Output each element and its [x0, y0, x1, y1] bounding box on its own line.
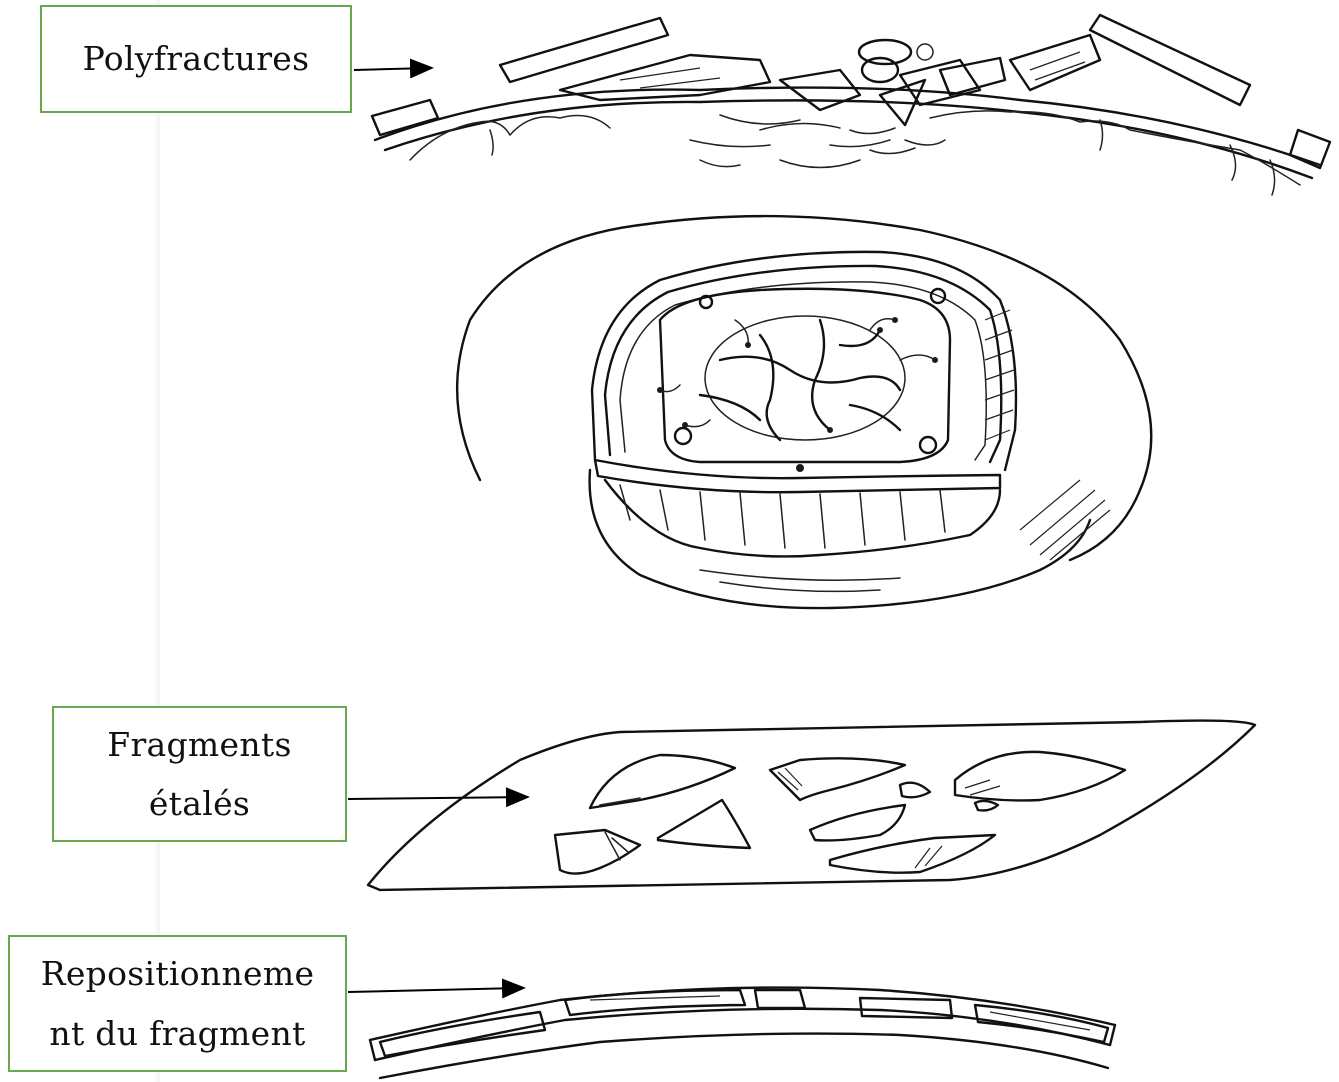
repositioned-fragment-3: [755, 990, 805, 1008]
fragment-right-plate: [1090, 15, 1250, 105]
craniotomy-view: [457, 216, 1151, 608]
label-fragments-line2: étalés: [107, 774, 291, 833]
fragment-left-plate: [500, 18, 668, 82]
label-fragments-line1: Fragments: [107, 715, 291, 774]
arrow-polyfractures: [354, 68, 430, 70]
fragment-2: [770, 758, 905, 800]
fragment-3: [900, 783, 930, 798]
arrow-fragments: [348, 797, 526, 799]
polyfractured-skull-arc: [372, 15, 1330, 195]
label-polyfractures: Polyfractures: [40, 5, 352, 113]
fragments-tray: [368, 721, 1255, 890]
fragment-4: [955, 752, 1125, 801]
arrow-repositionnement: [348, 988, 522, 992]
fragment-9: [830, 835, 995, 873]
label-fragments-etales: Fragments étalés: [52, 706, 347, 842]
label-repositionnement-line2: nt du fragment: [41, 1004, 315, 1063]
fragment-5: [975, 801, 998, 811]
repositioned-fragments-arc: [370, 988, 1115, 1078]
label-polyfractures-text: Polyfractures: [83, 29, 310, 88]
label-repositionnement-line1: Repositionneme: [41, 944, 315, 1003]
fragment-1: [590, 755, 735, 808]
fragment-6: [658, 800, 750, 848]
fragment-7: [810, 805, 905, 840]
label-repositionnement: Repositionneme nt du fragment: [8, 935, 347, 1072]
